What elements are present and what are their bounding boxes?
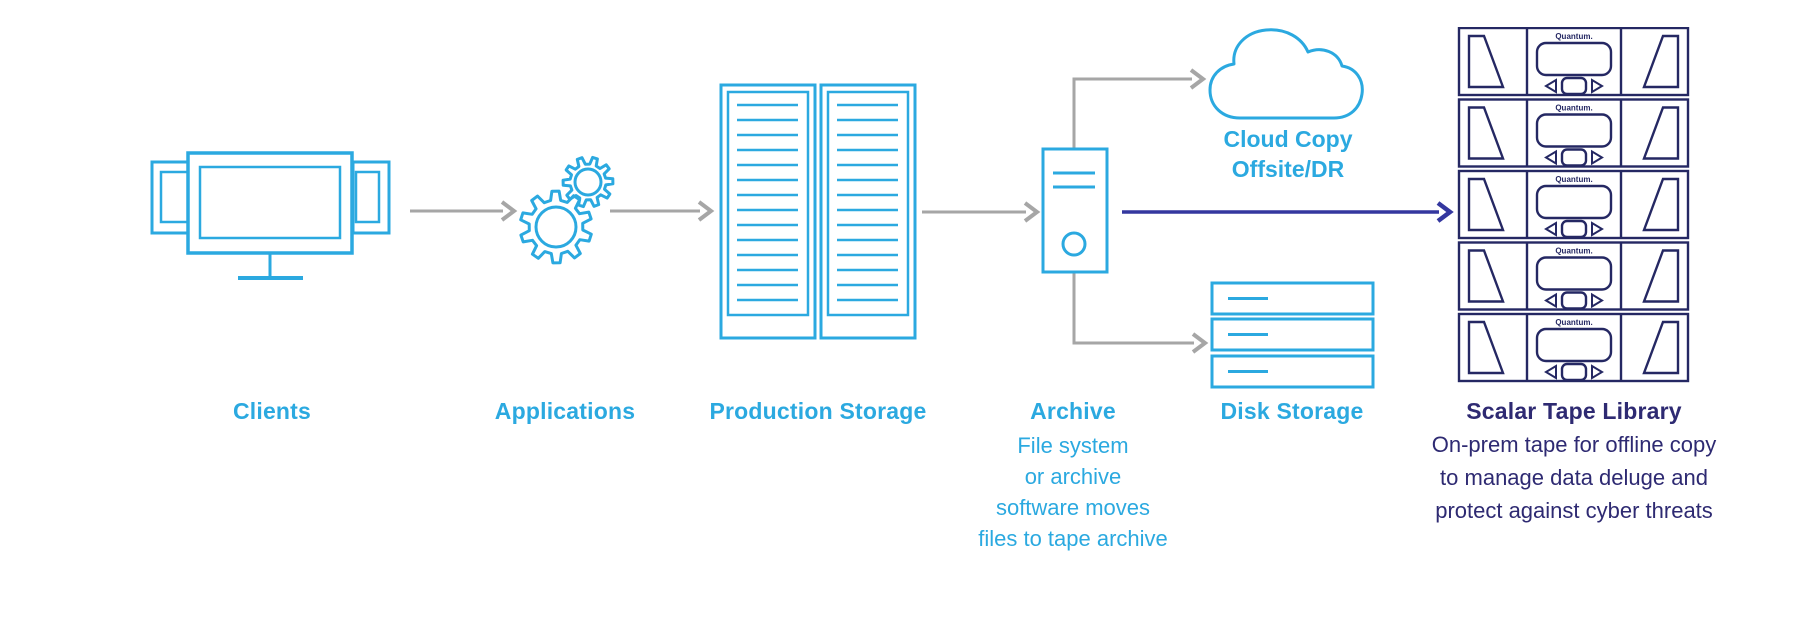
disk-storage-label: Disk Storage <box>1220 398 1364 424</box>
arrow-archive-tape-library <box>1122 201 1454 223</box>
server-racks-icon <box>719 83 917 340</box>
server-tower-icon <box>1041 147 1109 274</box>
disk-shelf <box>1210 354 1375 389</box>
tape-library-description: On-prem tape for offline copy to manage … <box>1432 428 1717 527</box>
cloud-icon <box>1208 28 1364 120</box>
arrow-clients-applications <box>410 200 518 222</box>
archive-description-line: files to tape archive <box>978 526 1168 551</box>
production-storage-label: Production Storage <box>709 398 927 424</box>
arrow-production-archive <box>922 201 1041 223</box>
cloud-copy-label: Cloud Copy Offsite/DR <box>1223 124 1352 184</box>
disk-array-icon <box>1210 281 1375 389</box>
server-rack <box>819 83 917 340</box>
arrow-archive-cloud <box>1072 68 1207 149</box>
clients-label: Clients <box>232 398 312 424</box>
cloud-copy-label-line: Cloud Copy <box>1223 126 1353 152</box>
tape-library-icon: Quantum. <box>1457 27 1690 383</box>
archive-label: Archive <box>1030 398 1116 424</box>
archive-description-line: or archive <box>1024 464 1122 489</box>
tape-library-description-line: protect against cyber threats <box>1435 498 1713 523</box>
gears-icon <box>519 155 615 265</box>
multi-monitor-icon <box>150 151 391 280</box>
tape-library-description-line: to manage data deluge and <box>1440 465 1708 490</box>
tape-library-label: Scalar Tape Library <box>1466 398 1682 424</box>
arrow-archive-disk <box>1072 272 1209 354</box>
applications-label: Applications <box>494 398 636 424</box>
server-rack <box>719 83 817 340</box>
archive-description-line: File system <box>1017 433 1129 458</box>
disk-shelf <box>1210 317 1375 352</box>
archive-description: File system or archive software moves fi… <box>978 430 1168 554</box>
disk-shelf <box>1210 281 1375 316</box>
archive-description-line: software moves <box>995 495 1151 520</box>
cloud-copy-label-line: Offsite/DR <box>1231 156 1345 182</box>
tape-library-units <box>1457 27 1690 383</box>
tape-library-description-line: On-prem tape for offline copy <box>1431 432 1717 457</box>
